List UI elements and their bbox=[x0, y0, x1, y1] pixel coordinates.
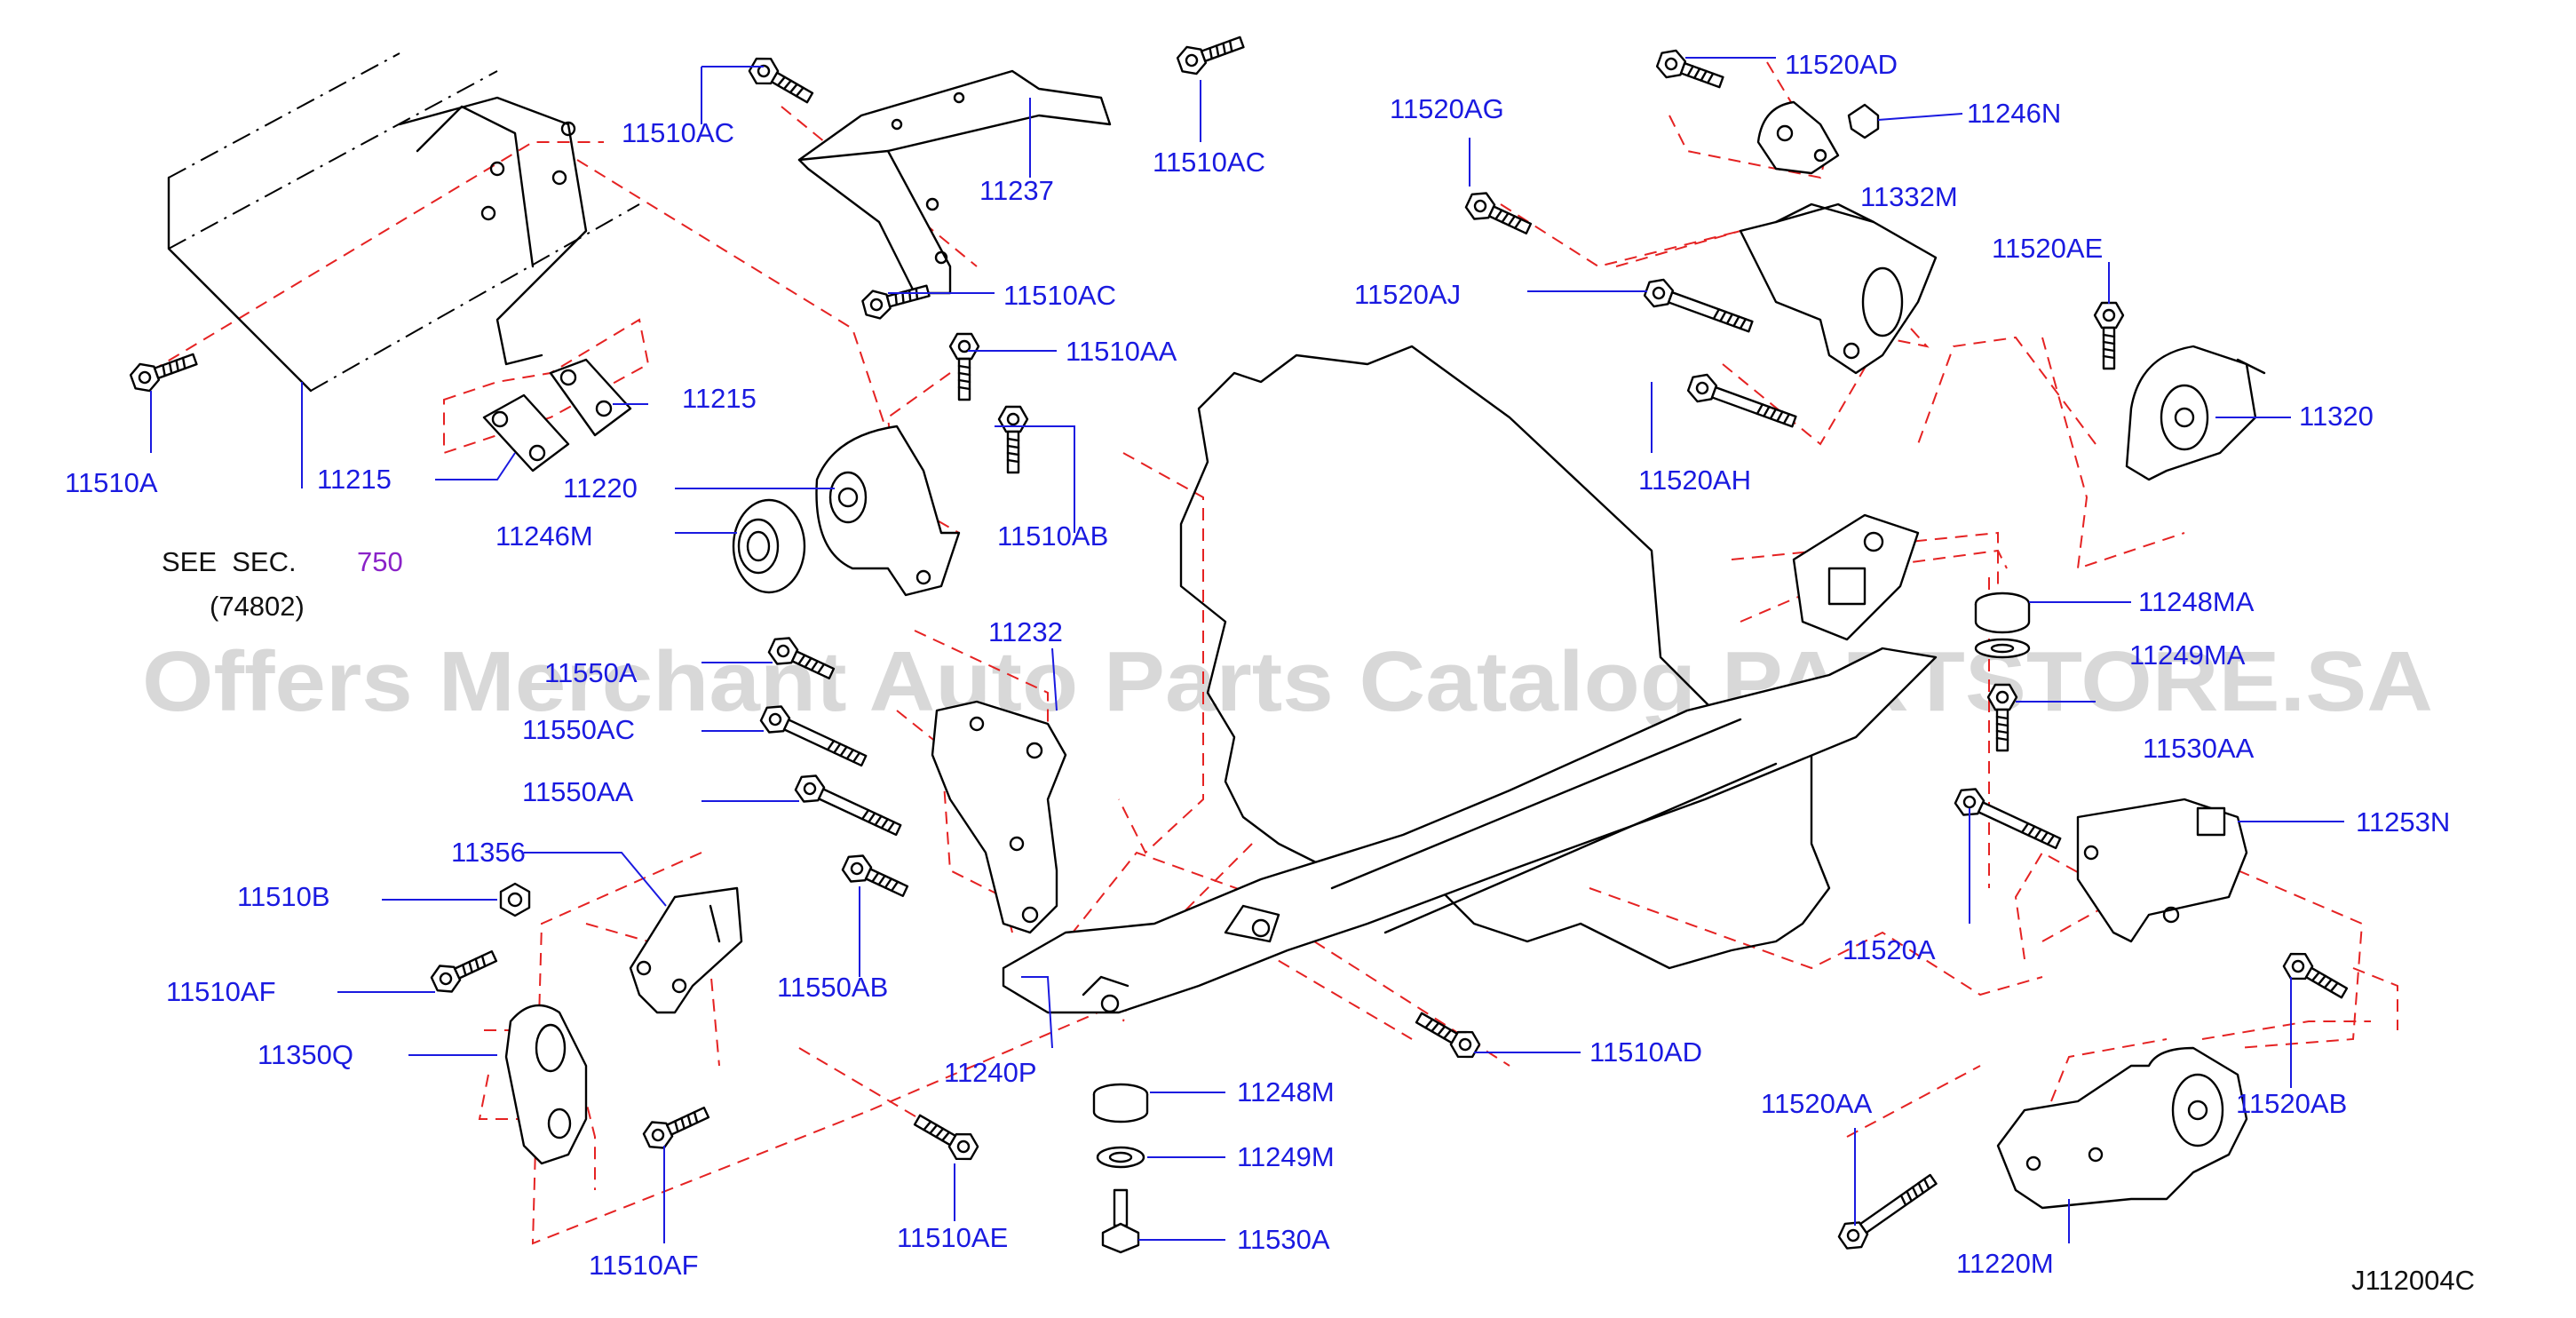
mount-11220 bbox=[815, 425, 961, 597]
body-section-ref bbox=[167, 52, 640, 393]
label-11320[interactable]: 11320 bbox=[2299, 401, 2374, 432]
mount-11320 bbox=[2125, 345, 2266, 481]
label-11510AC[interactable]: 11510AC bbox=[1003, 280, 1116, 311]
label-11510AC[interactable]: 11510AC bbox=[1153, 147, 1265, 178]
label-11246M[interactable]: 11246M bbox=[495, 520, 593, 552]
label-11249M[interactable]: 11249M bbox=[1237, 1141, 1335, 1172]
spacer-11215-pair bbox=[482, 358, 632, 472]
label-11237[interactable]: 11237 bbox=[979, 175, 1054, 206]
label-11530AA[interactable]: 11530AA bbox=[2143, 733, 2255, 764]
bracket-11232 bbox=[931, 700, 1067, 934]
label-11220M[interactable]: 11220M bbox=[1956, 1248, 2054, 1279]
label-11550A[interactable]: 11550A bbox=[544, 657, 638, 688]
part-number-labels: 11510AC 11237 11510AC 11510AC 11510AA 11… bbox=[65, 49, 2475, 1296]
label-11510AC[interactable]: 11510AC bbox=[622, 117, 734, 148]
bracket-11237 bbox=[797, 69, 1112, 295]
label-11356[interactable]: 11356 bbox=[451, 837, 526, 868]
label-11510AD[interactable]: 11510AD bbox=[1589, 1036, 1702, 1068]
label-11550AA[interactable]: 11550AA bbox=[522, 776, 634, 807]
label-11510B[interactable]: 11510B bbox=[237, 881, 330, 912]
label-11520A[interactable]: 11520A bbox=[1843, 934, 1936, 965]
bracket-11356 bbox=[629, 886, 743, 1014]
label-11510AF[interactable]: 11510AF bbox=[589, 1250, 699, 1281]
label-11520AE[interactable]: 11520AE bbox=[1992, 233, 2103, 264]
label-11520AG[interactable]: 11520AG bbox=[1390, 93, 1504, 124]
label-11520AD[interactable]: 11520AD bbox=[1785, 49, 1898, 80]
label-11332M[interactable]: 11332M bbox=[1860, 181, 1958, 212]
label-11220[interactable]: 11220 bbox=[563, 472, 638, 504]
label-11520AJ[interactable]: 11520AJ bbox=[1354, 279, 1461, 310]
label-11249MA[interactable]: 11249MA bbox=[2129, 639, 2246, 671]
label-11520AH[interactable]: 11520AH bbox=[1638, 464, 1751, 496]
label-11530A[interactable]: 11530A bbox=[1237, 1224, 1330, 1255]
label-11248MA[interactable]: 11248MA bbox=[2138, 586, 2255, 617]
watermark-text: Offers Merchant Auto Parts Catalog PARTS… bbox=[142, 634, 2433, 729]
label-11510AB[interactable]: 11510AB bbox=[997, 520, 1108, 552]
label-11232[interactable]: 11232 bbox=[988, 616, 1063, 647]
mount-11350Q bbox=[504, 1004, 588, 1165]
label-11520AA[interactable]: 11520AA bbox=[1761, 1088, 1873, 1119]
see-section-link-750[interactable]: 750 bbox=[357, 546, 403, 577]
callout-leader-lines bbox=[150, 57, 2344, 1243]
mount-11220M bbox=[1996, 1046, 2248, 1210]
label-11246N[interactable]: 11246N bbox=[1967, 98, 2061, 129]
label-11510AE[interactable]: 11510AE bbox=[897, 1222, 1008, 1253]
bracket-11253N bbox=[2076, 798, 2248, 943]
label-11510A[interactable]: 11510A bbox=[65, 467, 158, 498]
label-11215[interactable]: 11215 bbox=[682, 383, 757, 414]
diagram-code: J112004C bbox=[2351, 1265, 2475, 1296]
see-section-subref: (74802) bbox=[210, 591, 305, 622]
mount-11246N-assembly bbox=[1756, 100, 1880, 175]
label-11350Q[interactable]: 11350Q bbox=[258, 1039, 353, 1070]
label-11248M[interactable]: 11248M bbox=[1237, 1076, 1335, 1108]
label-11253N[interactable]: 11253N bbox=[2356, 806, 2450, 838]
insulator-11248MA bbox=[1974, 592, 2031, 659]
label-11215[interactable]: 11215 bbox=[317, 464, 392, 495]
insulator-11246M bbox=[732, 498, 806, 594]
label-11550AB[interactable]: 11550AB bbox=[777, 972, 888, 1003]
label-11510AF[interactable]: 11510AF bbox=[166, 976, 276, 1007]
label-11550AC[interactable]: 11550AC bbox=[522, 714, 635, 745]
crossmember-11240P bbox=[1002, 513, 1938, 1014]
label-11240P[interactable]: 11240P bbox=[944, 1057, 1037, 1088]
insulator-11248M-stack bbox=[1092, 1083, 1149, 1254]
label-11510AA[interactable]: 11510AA bbox=[1066, 336, 1177, 367]
see-section-text: SEE SEC. bbox=[162, 546, 297, 577]
bracket-11332M bbox=[1739, 202, 1938, 375]
label-11520AB[interactable]: 11520AB bbox=[2236, 1088, 2347, 1119]
